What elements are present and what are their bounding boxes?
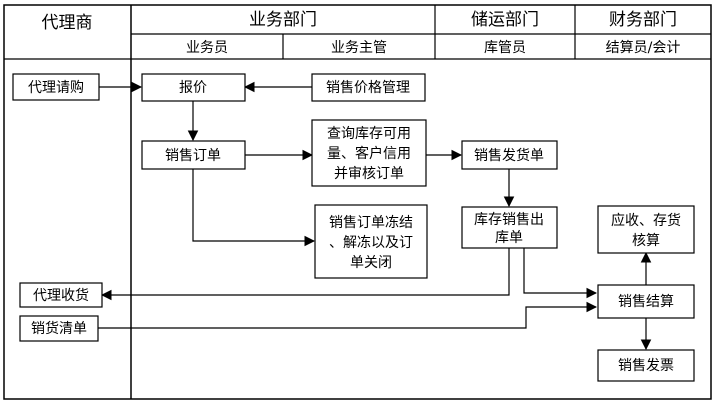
arrow-order-to-freeze — [192, 169, 316, 247]
header-agent: 代理商 — [42, 13, 93, 33]
svg-text:报价: 报价 — [179, 80, 207, 96]
svg-text:代理收货: 代理收货 — [33, 287, 89, 304]
svg-text:销售订单: 销售订单 — [165, 148, 221, 164]
svg-text:库单: 库单 — [495, 230, 523, 246]
svg-text:销售结算: 销售结算 — [618, 294, 674, 310]
svg-text:代理请购: 代理请购 — [28, 80, 84, 96]
node-agent-receive: 代理收货 — [19, 282, 103, 308]
header-business-dept: 业务部门 — [249, 10, 317, 30]
node-sales-order: 销售订单 — [141, 140, 246, 170]
svg-text:销售订单冻结: 销售订单冻结 — [329, 214, 413, 231]
header-storage-dept: 储运部门 — [471, 10, 539, 30]
node-delivery-note: 销售发货单 — [461, 140, 558, 170]
svg-text:销货清单: 销货清单 — [31, 320, 87, 337]
node-settlement: 销售结算 — [597, 284, 695, 319]
svg-text:、解冻以及订: 、解冻以及订 — [329, 234, 413, 251]
svg-text:销售发货单: 销售发货单 — [474, 147, 544, 164]
node-invoice: 销售发票 — [597, 349, 695, 382]
svg-text:并审核订单: 并审核订单 — [334, 166, 404, 182]
header-accountant: 结算员/会计 — [606, 40, 681, 56]
svg-text:核算: 核算 — [632, 233, 660, 249]
node-sales-list: 销货清单 — [19, 315, 99, 342]
header-finance-dept: 财务部门 — [609, 10, 677, 30]
header-salesperson: 业务员 — [186, 40, 228, 56]
node-check-inventory-credit: 查询库存可用 量、客户信用 并审核订单 — [311, 119, 427, 187]
header-warehouse-keeper: 库管员 — [484, 40, 526, 56]
arrow-outbound-to-receive — [100, 248, 510, 301]
node-receivable-accounting: 应收、存货 核算 — [597, 205, 695, 254]
svg-text:应收、存货: 应收、存货 — [611, 212, 681, 229]
svg-text:销售价格管理: 销售价格管理 — [326, 80, 410, 96]
node-quote: 报价 — [141, 73, 246, 102]
arrow-list-to-settlement — [98, 301, 598, 329]
swimlane-frame — [3, 4, 712, 400]
svg-text:量、客户信用: 量、客户信用 — [327, 145, 411, 162]
header-sales-supervisor: 业务主管 — [331, 40, 387, 56]
svg-text:销售发票: 销售发票 — [618, 358, 674, 374]
node-agent-purchase: 代理请购 — [12, 73, 100, 101]
node-price-management: 销售价格管理 — [311, 73, 426, 102]
connectors — [98, 81, 652, 351]
svg-text:查询库存可用: 查询库存可用 — [327, 126, 411, 142]
node-outbound-order: 库存销售出 库单 — [461, 206, 558, 249]
svg-text:库存销售出: 库存销售出 — [474, 212, 544, 228]
svg-text:单关闭: 单关闭 — [350, 255, 392, 271]
node-order-freeze: 销售订单冻结 、解冻以及订 单关闭 — [314, 204, 428, 279]
arrow-outbound-to-settlement — [523, 248, 598, 299]
